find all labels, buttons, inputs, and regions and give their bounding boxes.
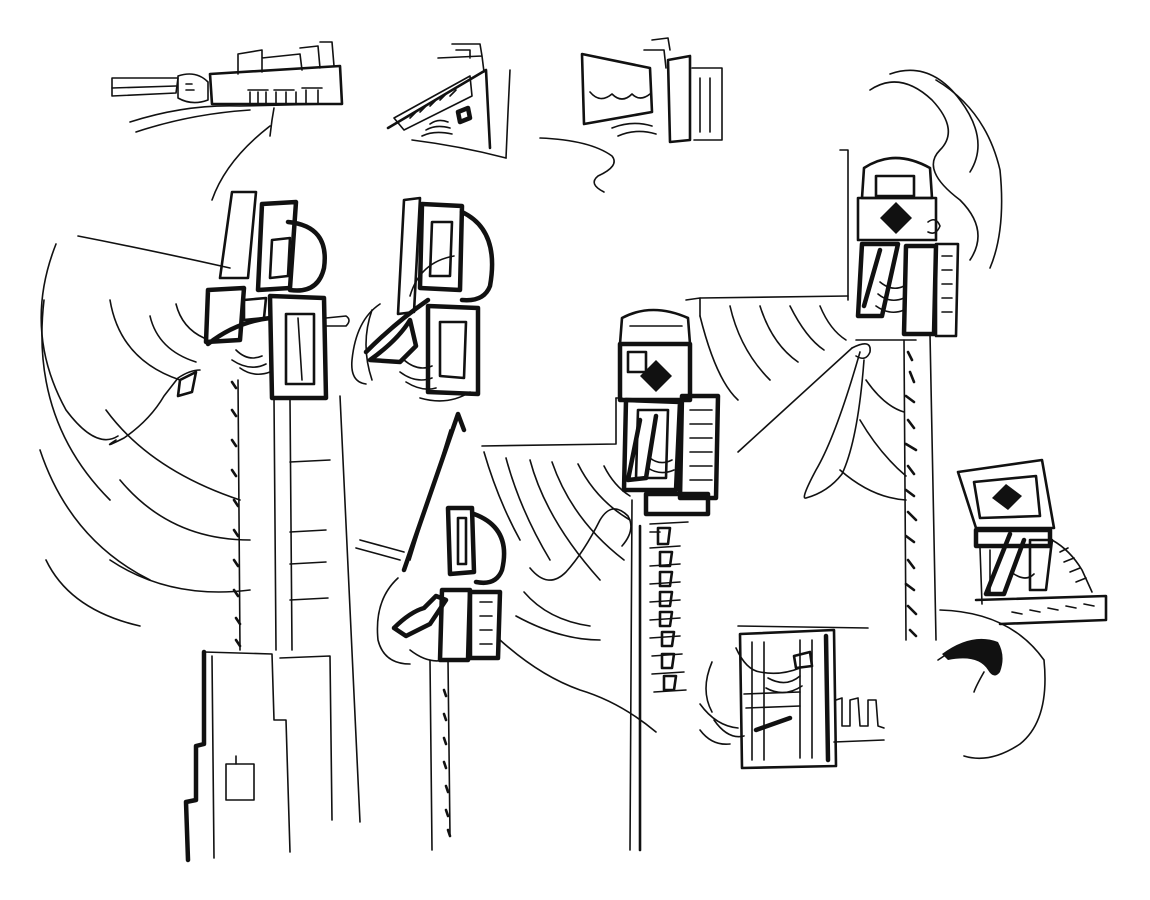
top-vignette-left	[111, 41, 344, 137]
far-right-temple	[956, 458, 1108, 626]
center-tower-cluster	[617, 308, 721, 852]
bottom-right-spout	[937, 609, 1046, 760]
second-figure-cluster	[350, 196, 495, 402]
top-vignette-right	[539, 37, 723, 193]
third-figure-cluster	[355, 397, 657, 851]
lower-left-tower	[183, 379, 361, 863]
lower-right-room	[699, 625, 885, 770]
left-figure-cluster	[39, 125, 350, 627]
top-vignette-middle	[386, 43, 511, 159]
right-tower-cluster	[685, 69, 1003, 641]
